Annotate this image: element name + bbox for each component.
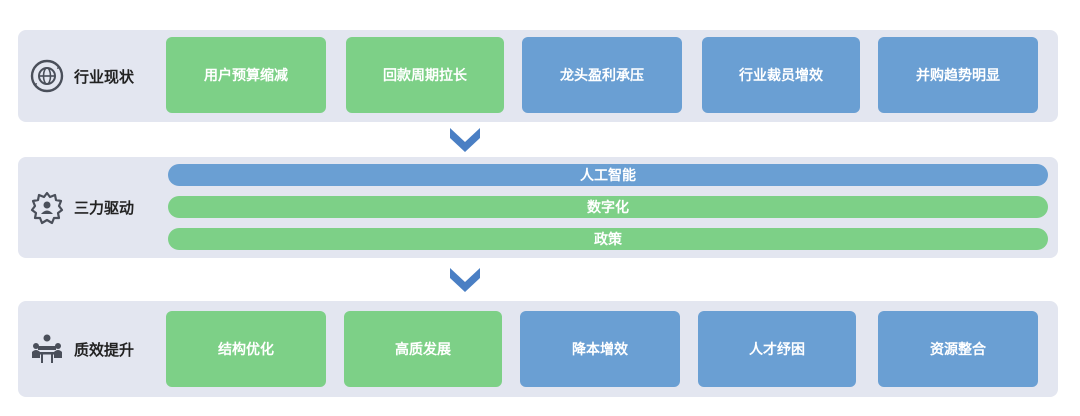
item-box: 降本增效 [520,311,680,387]
row-quality-improvement: 质效提升 结构优化 高质发展 降本增效 人才纾困 资源整合 [18,301,1058,397]
item-box: 行业裁员增效 [702,37,860,113]
meeting-icon [32,334,62,363]
row-industry-status: 行业现状 用户预算缩减 回款周期拉长 龙头盈利承压 行业裁员增效 并购趋势明显 [18,30,1058,122]
gear-person-icon [30,191,64,224]
item-box: 结构优化 [166,311,326,387]
item-box: 用户预算缩减 [166,37,326,113]
item-box: 高质发展 [344,311,502,387]
item-box: 并购趋势明显 [878,37,1038,113]
item-box: 回款周期拉长 [346,37,504,113]
row-label-quality-improvement: 质效提升 [30,301,134,397]
chevron-down-icon [450,268,480,292]
row-three-drivers: 三力驱动 人工智能 数字化 政策 [18,157,1058,258]
item-box: 人才纾困 [698,311,856,387]
driver-bar: 人工智能 [168,164,1048,186]
item-box: 资源整合 [878,311,1038,387]
row-label-three-drivers: 三力驱动 [30,157,134,258]
globe-refresh-icon [30,59,64,93]
driver-bar: 数字化 [168,196,1048,218]
row-title: 行业现状 [74,67,135,86]
chevron-down-icon [450,128,480,152]
driver-bar: 政策 [168,228,1048,250]
row-label-industry-status: 行业现状 [30,30,134,122]
row-title: 质效提升 [74,340,135,359]
item-box: 龙头盈利承压 [522,37,682,113]
row-title: 三力驱动 [74,199,135,217]
